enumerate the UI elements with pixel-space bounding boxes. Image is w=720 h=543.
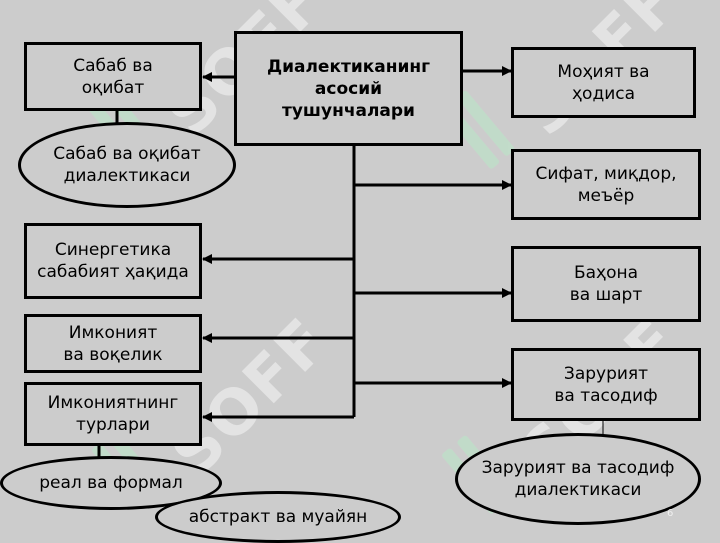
pretext-condition-box: Баҳона ва шарт — [511, 246, 701, 322]
possibility-reality-box: Имконият ва воқелик — [24, 314, 202, 373]
cause-effect-box: Сабаб ва оқибат — [24, 42, 202, 111]
necessity-chance-dialectics-ellipse: Зарурият ва тасодиф диалектикаси — [455, 433, 701, 525]
possibility-types-box: Имкониятнинг турлари — [24, 382, 202, 446]
cause-effect-dialectics-ellipse: Сабаб ва оқибат диалектикаси — [18, 122, 236, 208]
necessity-chance-box: Зарурият ва тасодиф — [511, 348, 701, 421]
essence-phenomenon-box: Моҳият ва ҳодиса — [511, 47, 696, 118]
central-concept-box: Диалектиканинг асосий тушунчалари — [234, 31, 463, 146]
quality-quantity-box: Сифат, миқдор, меъёр — [511, 149, 701, 220]
synergetics-box: Синергетика сабабият ҳақида — [24, 223, 202, 299]
page-number: 6 — [667, 508, 674, 519]
abstract-concrete-ellipse: абстракт ва муайян — [155, 491, 401, 543]
